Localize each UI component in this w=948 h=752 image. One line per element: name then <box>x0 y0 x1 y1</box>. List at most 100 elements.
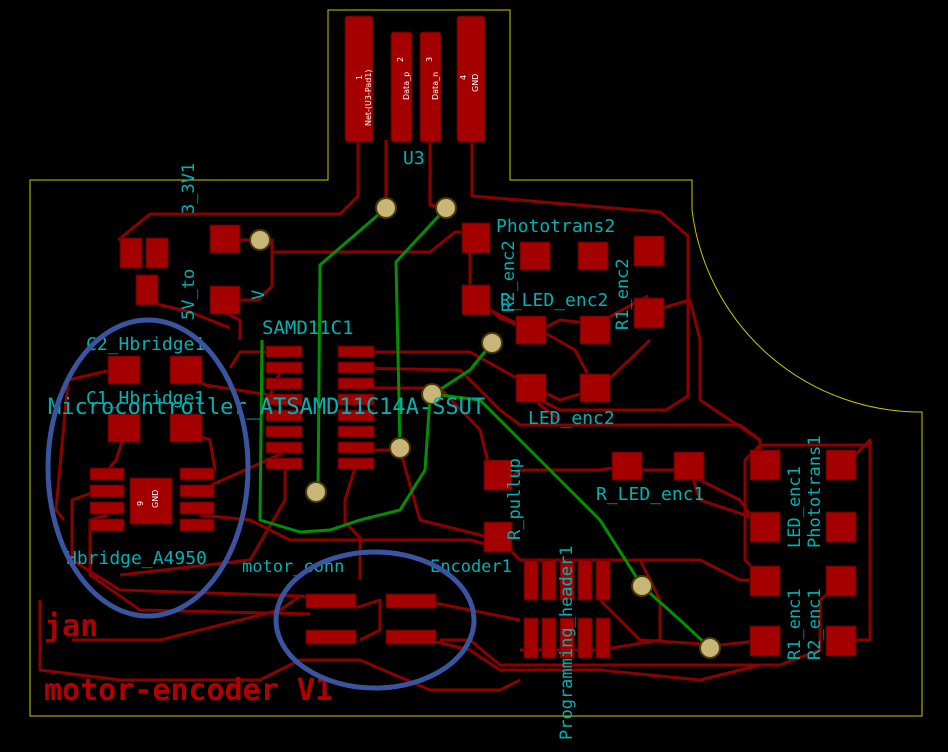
label-phototrans2: Phototrans2 <box>496 216 615 237</box>
pad <box>337 425 375 438</box>
pad <box>515 373 547 403</box>
pad <box>337 377 375 390</box>
u3-pad3-net: Data_n <box>431 72 440 100</box>
label-samd11: SAMD11C1 <box>262 317 354 339</box>
pad <box>119 237 143 269</box>
pad <box>179 518 215 532</box>
pad <box>825 449 857 481</box>
pad <box>633 235 665 267</box>
pad <box>749 625 781 657</box>
via <box>389 437 411 459</box>
pad <box>89 467 125 481</box>
pad <box>337 393 375 406</box>
pad <box>749 565 781 597</box>
label-hbridge: Hbridge_A4950 <box>66 548 207 569</box>
silkscreen-labels: U3 3_3V1 5V_to V SAMD11C1 Microcontrolle… <box>48 148 825 740</box>
label-phototrans1: Phototrans1 <box>805 435 825 548</box>
pad <box>825 511 857 543</box>
pad-u3-4 <box>456 15 486 143</box>
pad <box>483 459 513 491</box>
label-r2-enc2: R2_enc2 <box>499 240 519 312</box>
fab-title: motor-encoder V1 <box>44 673 333 708</box>
pad <box>461 222 491 254</box>
pad <box>673 451 705 481</box>
pad <box>265 457 303 470</box>
pad <box>825 625 857 657</box>
pad <box>337 361 375 374</box>
pad <box>559 559 575 601</box>
pad-u3-1 <box>344 15 374 143</box>
pad <box>337 457 375 470</box>
label-regulator-sub: 5V_to <box>179 269 199 320</box>
pad <box>385 629 437 645</box>
pad <box>89 501 125 515</box>
pad <box>337 441 375 454</box>
label-r2-enc1: R2_enc1 <box>805 588 825 660</box>
pad-u3-3 <box>419 31 442 143</box>
via <box>631 575 653 597</box>
pad <box>265 345 303 358</box>
label-led-enc1: LED_enc1 <box>785 466 805 548</box>
hbridge-pad-number: 9 <box>136 501 145 506</box>
pad <box>107 355 141 385</box>
u3-pad2-net: Data_p <box>402 72 411 100</box>
label-r-led-enc1: R_LED_enc1 <box>596 484 704 505</box>
via <box>421 383 443 405</box>
usb-connector-u3: 1 Net-(U3-Pad1) 2 Data_p 3 Data_n 4 GND <box>344 15 486 143</box>
via <box>249 229 271 251</box>
u3-pad1-number: 1 <box>355 75 364 80</box>
pad <box>577 617 593 659</box>
annotation-ellipse-motor-conn <box>273 549 477 691</box>
pad <box>595 559 611 601</box>
annotation-ellipse-hbridge <box>45 317 251 619</box>
pad <box>523 559 539 601</box>
via <box>375 197 397 219</box>
label-regulator: 3_3V1 <box>179 163 199 214</box>
pad <box>169 413 203 443</box>
pad <box>385 593 437 609</box>
pad <box>577 559 593 601</box>
pad <box>209 285 241 315</box>
pad <box>541 559 557 601</box>
label-r-pullup: R_pullup <box>505 458 525 540</box>
pad <box>265 409 303 422</box>
pad <box>135 274 159 306</box>
label-c2-hbridge: C2_Hbridge1 <box>86 334 205 355</box>
pad <box>749 511 781 543</box>
pad <box>89 484 125 498</box>
pad <box>337 409 375 422</box>
pad <box>461 284 491 316</box>
pad <box>265 425 303 438</box>
pad <box>89 518 125 532</box>
via <box>699 637 721 659</box>
pad <box>749 449 781 481</box>
u3-pad4-net: GND <box>471 74 480 92</box>
label-regulator-v: V <box>249 290 269 300</box>
pad <box>337 345 375 358</box>
pad <box>265 361 303 374</box>
pad <box>595 617 611 659</box>
pad <box>611 451 643 481</box>
pad <box>209 224 241 254</box>
pad <box>107 413 141 443</box>
back-copper-traces <box>258 206 712 650</box>
u3-pad1-net: Net-(U3-Pad1) <box>364 69 373 126</box>
label-r1-enc1: R1_enc1 <box>785 588 805 660</box>
pad <box>265 441 303 454</box>
pad <box>483 521 513 553</box>
pad-u3-2 <box>390 31 413 143</box>
pad <box>825 565 857 597</box>
pad <box>577 241 609 271</box>
via <box>435 197 457 219</box>
u3-pad2-number: 2 <box>396 57 405 62</box>
pad <box>579 373 611 403</box>
pad <box>541 617 557 659</box>
pad <box>169 355 203 385</box>
label-r-led-enc2: R_LED_enc2 <box>500 290 608 311</box>
pad <box>519 241 551 271</box>
hbridge-thermal-pad <box>129 477 173 525</box>
pad <box>265 393 303 406</box>
via <box>481 332 503 354</box>
label-encoder-header: Encoder1 <box>430 557 512 577</box>
